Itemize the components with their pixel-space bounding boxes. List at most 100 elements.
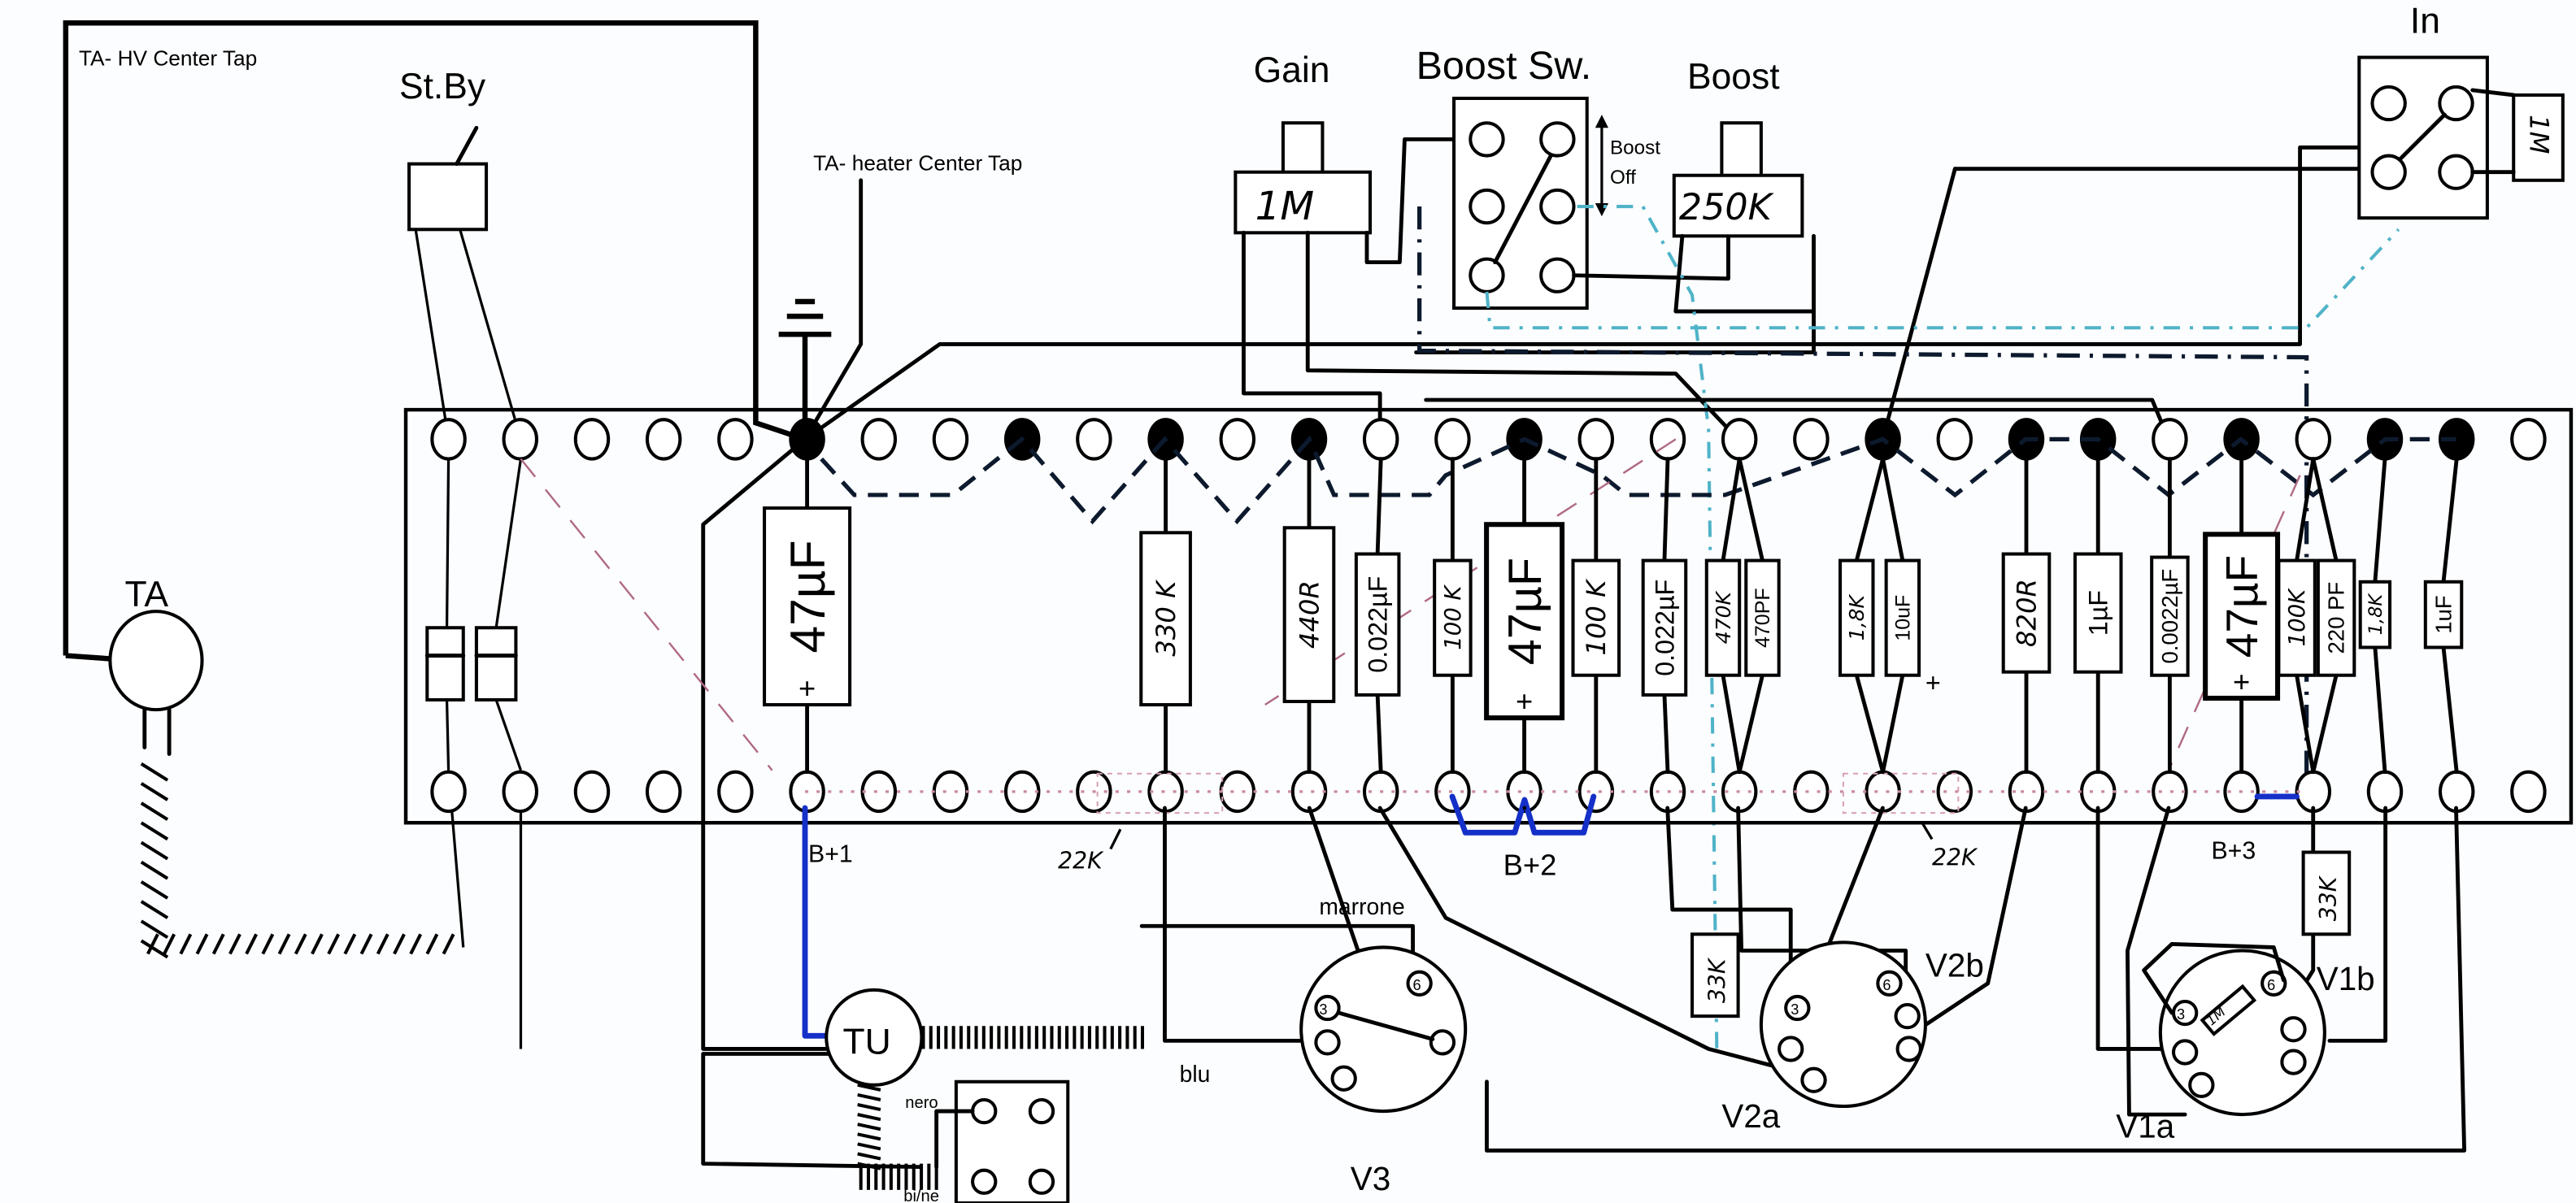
- capacitor-c220p: 220 PF: [2311, 457, 2356, 775]
- boost-pot-label: Boost: [1687, 57, 1780, 97]
- bi-ne-label: bi/ne: [903, 1188, 939, 1203]
- boost-on-label: Boost: [1610, 137, 1660, 159]
- turret-terminal-top: [1721, 418, 1758, 461]
- turret-terminal-bottom: [502, 770, 538, 814]
- transformer-twisted-leads: [140, 762, 455, 959]
- capacitor-c1u_2: 1uF: [2423, 457, 2464, 775]
- tu-secondary-leads: [857, 1026, 1145, 1190]
- turret-board: [403, 407, 2574, 825]
- boost-switch-label: Boost Sw.: [1416, 44, 1592, 88]
- capacitor-c0022_1: 0.022µF: [1354, 457, 1401, 775]
- turret-terminal-top: [717, 418, 754, 461]
- turret-terminal-bottom: [1290, 770, 1328, 814]
- component-value: 0.0022µF: [2157, 569, 2182, 664]
- resistor-r330k: 330 K: [1139, 457, 1192, 775]
- tube-socket-v3: [1299, 945, 1468, 1114]
- resistor-r100k_2: 100 K: [1571, 457, 1621, 775]
- turret-terminal-bottom: [2295, 770, 2332, 814]
- component-value: 100K: [2284, 588, 2310, 646]
- resistor-r100k_3: 100K: [2277, 457, 2317, 775]
- b2-label: B+2: [1503, 849, 1557, 882]
- capacitor-c1u_1: 1µF: [2073, 457, 2123, 775]
- component-value: 330 K: [1151, 579, 1181, 657]
- tu-label: TU: [842, 1023, 890, 1062]
- component-value: 1,8K: [1845, 593, 1869, 641]
- tube-socket-v2: [1759, 940, 1927, 1109]
- turret-terminal-bottom: [860, 770, 898, 814]
- input-resistor-value: 1M: [2523, 115, 2554, 154]
- component-value: 47µF: [2217, 555, 2267, 658]
- turret-terminal-bottom: [1003, 770, 1041, 814]
- capacitor-c0022_2: 0.022µF: [1641, 457, 1688, 775]
- boost-pot: [1414, 121, 1816, 354]
- hv-center-tap-label: TA- HV Center Tap: [79, 46, 257, 71]
- blu-label: blu: [1180, 1061, 1211, 1087]
- turret-terminal-top: [860, 418, 898, 461]
- tube-socket-v1: [2142, 941, 2326, 1117]
- component-value: 47µF: [1499, 558, 1551, 665]
- resistor-r820: 820R: [2001, 457, 2052, 775]
- terminal-row-top: [430, 418, 2547, 461]
- turret-terminal-top: [1076, 418, 1112, 461]
- component-value: 1,8K: [2365, 593, 2387, 636]
- turret-terminal-top: [2152, 418, 2188, 461]
- turret-terminal-bottom: [2438, 770, 2475, 814]
- turret-terminal-top: [1936, 418, 1973, 461]
- capacitor-c0022n: 0.0022µF: [2150, 457, 2190, 775]
- component-value: 470K: [1712, 590, 1735, 645]
- component-value: 0.022µF: [1363, 576, 1392, 673]
- transformer-label: TA: [125, 575, 169, 615]
- turret-terminal-bottom: [717, 770, 754, 814]
- component-value: 47µF: [780, 540, 835, 653]
- capacitor-c470p: 470PF: [1737, 457, 1781, 775]
- turret-terminal-top: [502, 418, 538, 461]
- ground-symbol: [778, 298, 832, 440]
- turret-terminal-bottom: [1219, 770, 1256, 814]
- turret-terminal-bottom: [1793, 770, 1830, 814]
- v1a-label: V1a: [2116, 1107, 2174, 1144]
- v3-pin6: 6: [1413, 977, 1421, 993]
- v1-33k-value: 33K: [2315, 875, 2342, 921]
- v1b-label: V1b: [2317, 960, 2375, 997]
- component-value: 10uF: [1892, 595, 1915, 641]
- marrone-label: marrone: [1319, 893, 1404, 919]
- turret-terminal-bottom: [430, 770, 467, 814]
- boost-pot-value: 250K: [1679, 187, 1775, 228]
- v2-33k-value: 33K: [1704, 957, 1730, 1003]
- rectifier-diodes: [424, 458, 523, 1049]
- terminal-row-bottom: [430, 770, 2547, 814]
- turret-terminal-bottom: [2079, 770, 2117, 814]
- v2a-label: V2a: [1721, 1097, 1780, 1135]
- turret-terminal-top: [2295, 418, 2332, 461]
- turret-terminal-top: [1362, 418, 1399, 461]
- boost-off-label: Off: [1610, 167, 1636, 189]
- gain-label: Gain: [1254, 50, 1330, 90]
- turret-terminal-bottom: [2152, 770, 2188, 814]
- resistor-r1k8_1: 1,8K: [1838, 457, 1886, 775]
- turret-terminal-bottom: [1577, 770, 1615, 814]
- plus-sign: +: [1925, 668, 1941, 697]
- v2b-label: V2b: [1925, 947, 1984, 984]
- v2-pin3: 3: [1791, 1001, 1799, 1018]
- resistor-r1k8_2: 1,8K: [2358, 457, 2392, 775]
- turret-terminal-bottom: [1147, 770, 1184, 814]
- b3-label: B+3: [2211, 838, 2256, 865]
- v3-pin3: 3: [1319, 1001, 1327, 1018]
- standby-label: St.By: [399, 67, 486, 106]
- turret-terminal-top: [1219, 418, 1256, 461]
- electrolytic-c10u: 10uF: [1881, 457, 1921, 775]
- polarity-plus: +: [798, 671, 816, 705]
- turret-terminal-top: [645, 418, 682, 461]
- component-value: 100 K: [1440, 584, 1466, 650]
- v2-pin6: 6: [1882, 977, 1891, 993]
- turret-terminal-bottom: [573, 770, 611, 814]
- r22k-label-2: 22K: [1932, 845, 1978, 871]
- turret-terminal-top: [932, 418, 969, 461]
- turret-terminal-top: [1434, 418, 1471, 461]
- turret-terminal-bottom: [1865, 770, 1901, 814]
- electrolytic-c47_1: 47µF +: [763, 457, 852, 775]
- standby-switch: [407, 125, 523, 440]
- heater-center-tap-wire: [701, 145, 2472, 1051]
